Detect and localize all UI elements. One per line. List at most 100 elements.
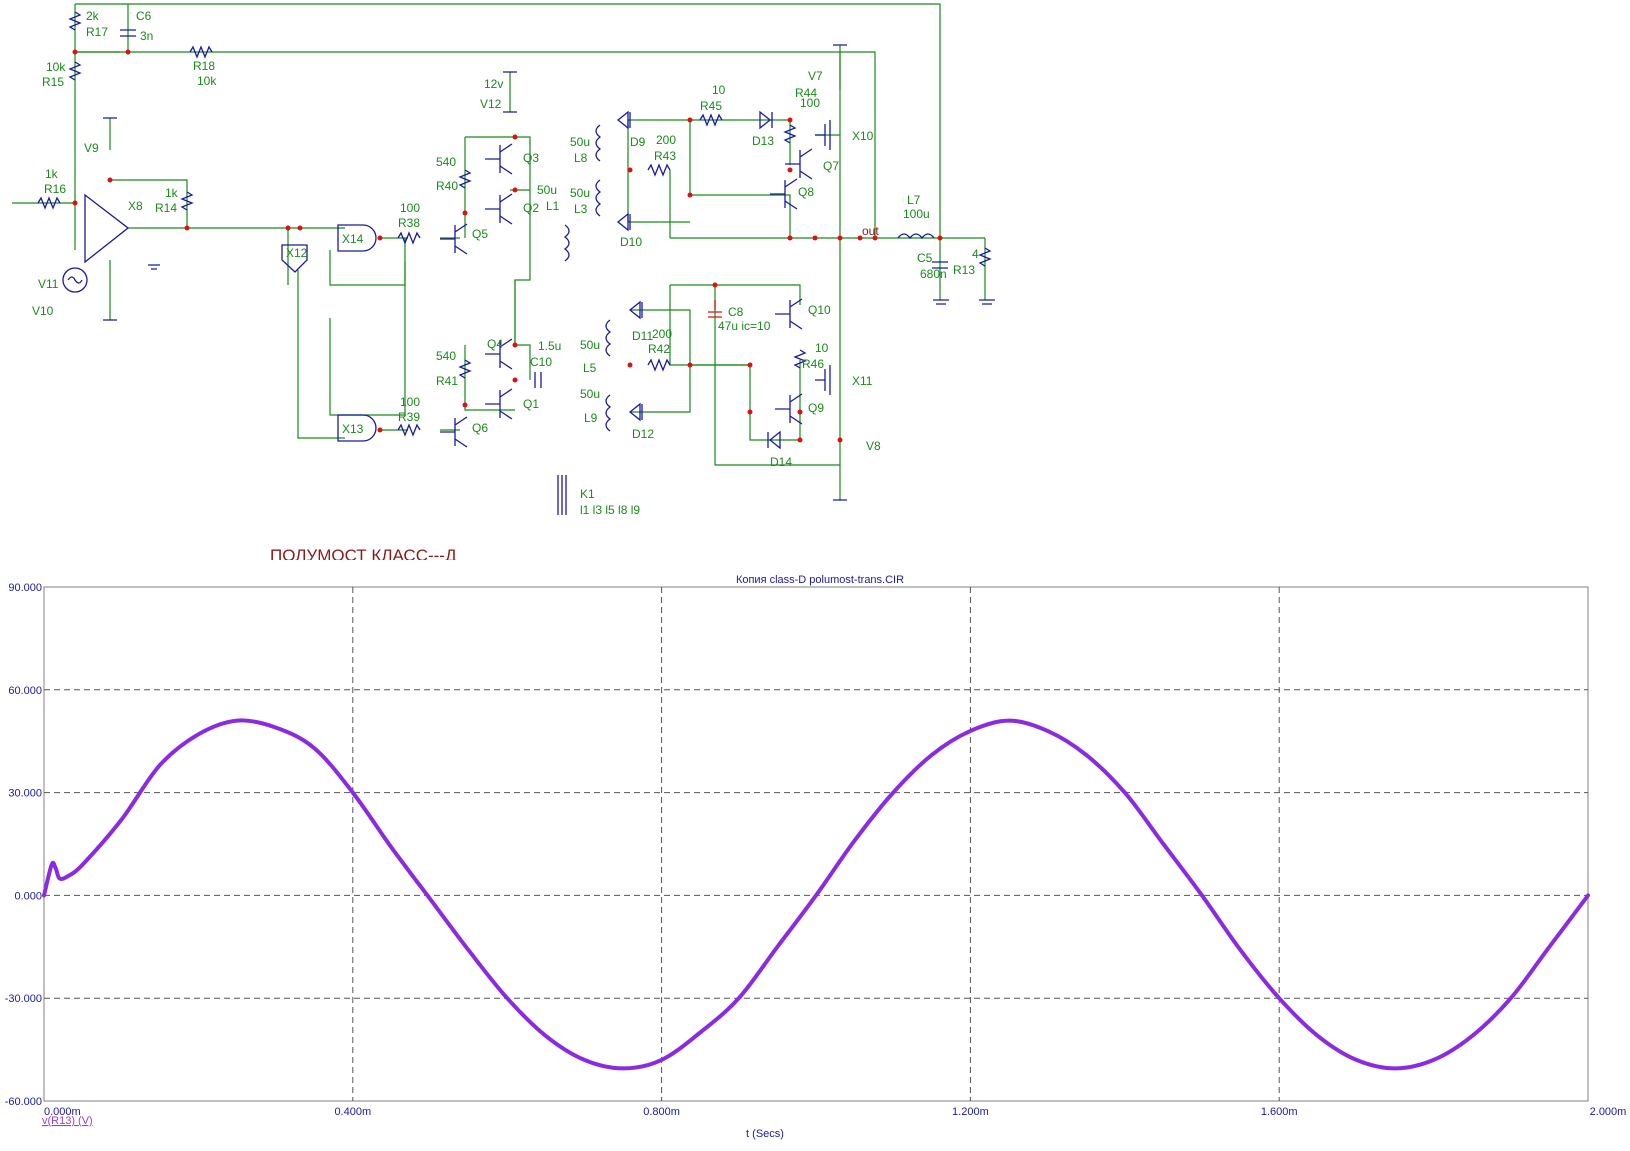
x-tick-label: 1.600m: [1261, 1106, 1298, 1118]
label-c8-value: 47u ic=10: [718, 319, 771, 333]
y-tick-label: -30.000: [5, 993, 42, 1005]
label-q7: Q7: [823, 159, 839, 173]
label-q3: Q3: [523, 151, 539, 165]
label-x11: X11: [852, 374, 873, 388]
label-x10: X10: [852, 129, 874, 143]
label-q10: Q10: [808, 303, 831, 317]
x-tick-label: 0.800m: [643, 1106, 680, 1118]
x-tick-label: 0.000m: [44, 1106, 81, 1118]
label-k1: K1: [580, 487, 595, 501]
label-v12: V12: [480, 97, 502, 111]
label-x12: X12: [286, 246, 308, 260]
schematic-title: ПОЛУМОСТ КЛАСС---Д: [270, 546, 457, 560]
label-q4: Q4: [487, 337, 503, 351]
label-r13-value: 4: [972, 247, 979, 261]
plot-frame: [43, 586, 1589, 1102]
label-r46: R46: [802, 357, 824, 371]
label-c6: C6: [136, 9, 152, 23]
label-r41-value: 540: [436, 349, 456, 363]
label-r44: R44: [795, 86, 817, 100]
label-l3-value: 50u: [570, 186, 590, 200]
label-r45-value: 10: [712, 83, 726, 97]
label-d10: D10: [620, 235, 642, 249]
x-tick-label: 1.200m: [952, 1106, 989, 1118]
label-r13: R13: [953, 263, 975, 277]
label-x13: X13: [342, 422, 364, 436]
label-r45: R45: [700, 99, 722, 113]
label-l7: L7: [907, 193, 921, 207]
label-r39: R39: [398, 410, 420, 424]
label-c5-value: 680n: [920, 267, 947, 281]
label-v10: V10: [32, 304, 54, 318]
label-c10: C10: [530, 355, 552, 369]
label-x14: X14: [342, 232, 364, 246]
y-tick-label: 0.000: [14, 890, 42, 902]
label-q9: Q9: [808, 401, 824, 415]
label-l7-value: 100u: [903, 207, 930, 221]
label-q5: Q5: [472, 227, 488, 241]
y-tick-labels: 90.000 60.000 30.000 0.000 -30.000 -60.000: [5, 582, 42, 1108]
label-r42: R42: [648, 342, 670, 356]
label-d14: D14: [770, 455, 792, 469]
label-r44-value: 100: [800, 96, 820, 110]
label-r14-value: 1k: [165, 186, 179, 200]
x-tick-label: 0.400m: [334, 1106, 371, 1118]
label-k1-value: l1 l3 l5 l8 l9: [580, 503, 640, 517]
label-r46-value: 10: [815, 341, 829, 355]
label-r16: R16: [44, 182, 66, 196]
label-l1-value: 50u: [537, 183, 557, 197]
circuit-schematic: 2k R17 C6 3n R18 10k 10k R15 V9 1k R16 X…: [12, 3, 995, 560]
legend-vr13[interactable]: v(R13) (V): [42, 1115, 93, 1127]
label-d11: D11: [632, 329, 653, 343]
y-tick-label: 60.000: [8, 685, 42, 697]
x-axis-label: t (Secs): [746, 1128, 784, 1140]
label-r42-value: 200: [652, 327, 672, 341]
x-tick-label: 2.000m: [1590, 1106, 1627, 1118]
label-l8-value: 50u: [570, 135, 590, 149]
y-tick-label: 30.000: [8, 788, 42, 800]
label-v8: V8: [866, 439, 881, 453]
label-r17-value: 2k: [86, 9, 100, 23]
label-l9-value: 50u: [580, 387, 600, 401]
label-r40-value: 540: [436, 155, 456, 169]
label-l9: L9: [584, 411, 598, 425]
label-d9: D9: [630, 135, 646, 149]
label-c10-value: 1.5u: [538, 339, 561, 353]
label-r38-value: 100: [400, 201, 420, 215]
chart-title: Копия class-D polumost-trans.CIR: [736, 574, 904, 586]
label-c6-value: 3n: [140, 29, 153, 43]
label-l3: L3: [574, 202, 588, 216]
label-r41: R41: [436, 374, 458, 388]
label-l5-value: 50u: [580, 338, 600, 352]
label-r16-value: 1k: [45, 167, 59, 181]
label-r43-value: 200: [656, 133, 676, 147]
label-r43: R43: [654, 149, 676, 163]
label-r15-value: 10k: [46, 60, 66, 74]
label-c5: C5: [917, 251, 933, 265]
y-tick-label: -60.000: [5, 1096, 42, 1108]
label-r38: R38: [398, 216, 420, 230]
label-l8: L8: [574, 151, 588, 165]
label-r15: R15: [42, 75, 64, 89]
x-tick-labels: 0.000m 0.400m 0.800m 1.200m 1.600m 2.000m: [44, 1106, 1626, 1118]
label-r18-value: 10k: [197, 74, 217, 88]
label-out: out: [862, 224, 879, 238]
label-q2: Q2: [523, 201, 539, 215]
label-d12: D12: [632, 427, 654, 441]
label-l1: L1: [546, 199, 560, 213]
label-v7: V7: [808, 69, 823, 83]
label-q6: Q6: [472, 421, 488, 435]
label-v11: V11: [38, 277, 59, 291]
series-line-vr13: [42, 718, 1590, 1071]
label-r17: R17: [86, 25, 108, 39]
y-tick-label: 90.000: [8, 582, 42, 594]
label-x8: X8: [128, 199, 143, 213]
label-r39-value: 100: [400, 395, 420, 409]
label-v9: V9: [84, 141, 99, 155]
label-r40: R40: [436, 179, 458, 193]
label-v12-value: 12v: [484, 77, 503, 91]
label-c8: C8: [728, 305, 744, 319]
grid-lines: [44, 587, 1588, 1101]
label-d13: D13: [752, 134, 774, 148]
label-q1: Q1: [523, 397, 539, 411]
